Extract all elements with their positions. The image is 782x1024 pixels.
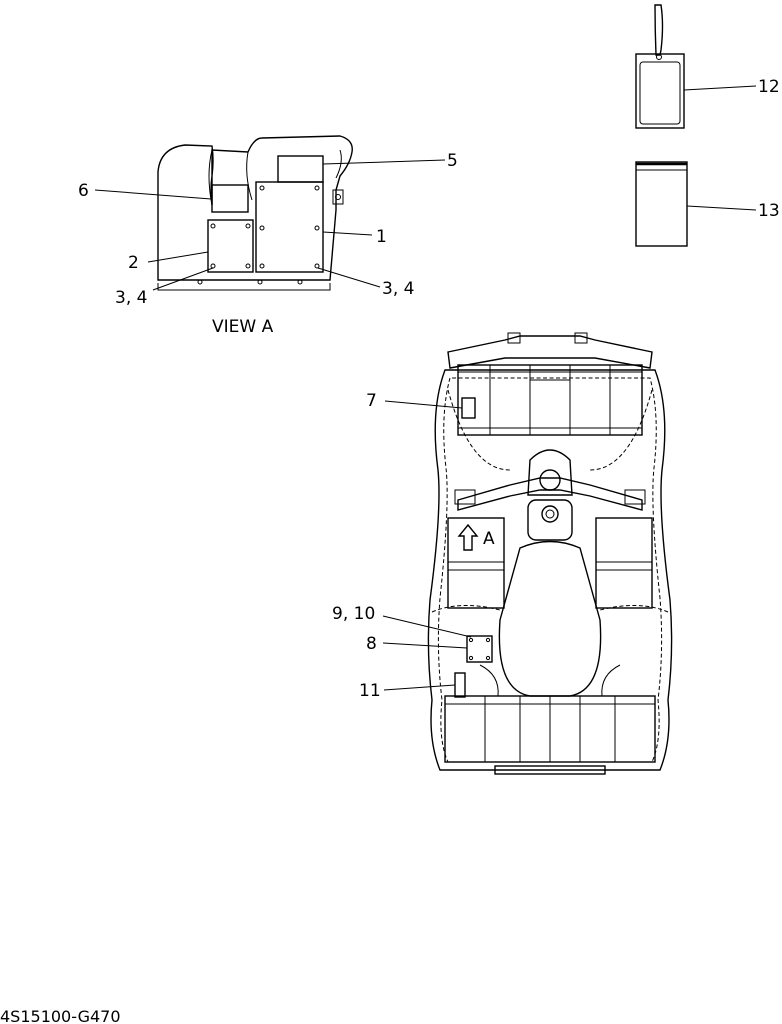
- callout-2: 2: [128, 253, 139, 273]
- callout-5: 5: [447, 151, 458, 171]
- label-8-plate: [466, 635, 493, 663]
- label-1-plate: [255, 181, 324, 273]
- tag-12: [635, 4, 757, 129]
- arrow-up-outline-icon: [457, 523, 479, 551]
- label-5-rect: [277, 155, 324, 183]
- callout-13: 13: [758, 201, 780, 221]
- callout-3-4-left: 3, 4: [115, 288, 147, 308]
- view-a-marker-label: A: [483, 529, 495, 549]
- label-7-rect: [461, 397, 476, 419]
- label-2-plate: [207, 219, 254, 273]
- callout-7: 7: [366, 391, 377, 411]
- view-a-panel: [94, 135, 446, 291]
- label-11-rect: [454, 672, 466, 698]
- atv-top-view: [382, 332, 673, 775]
- callout-3-4-right: 3, 4: [382, 279, 414, 299]
- callout-6: 6: [78, 181, 89, 201]
- handlebar: [457, 477, 643, 511]
- seat: [498, 540, 602, 697]
- callout-9-10: 9, 10: [332, 604, 375, 624]
- view-a-marker: [457, 523, 479, 551]
- atv-body-outline: [427, 369, 673, 771]
- callout-1: 1: [376, 227, 387, 247]
- left-side-panel: [447, 517, 505, 609]
- tag-13: [635, 161, 757, 247]
- callout-12: 12: [758, 77, 780, 97]
- callout-11: 11: [359, 681, 381, 701]
- part-code: 4S15100-G470: [0, 1007, 121, 1024]
- view-a-title: VIEW A: [212, 317, 274, 337]
- label-6-rect: [211, 184, 249, 213]
- view-a-fender-outline: [157, 135, 353, 281]
- callout-8: 8: [366, 634, 377, 654]
